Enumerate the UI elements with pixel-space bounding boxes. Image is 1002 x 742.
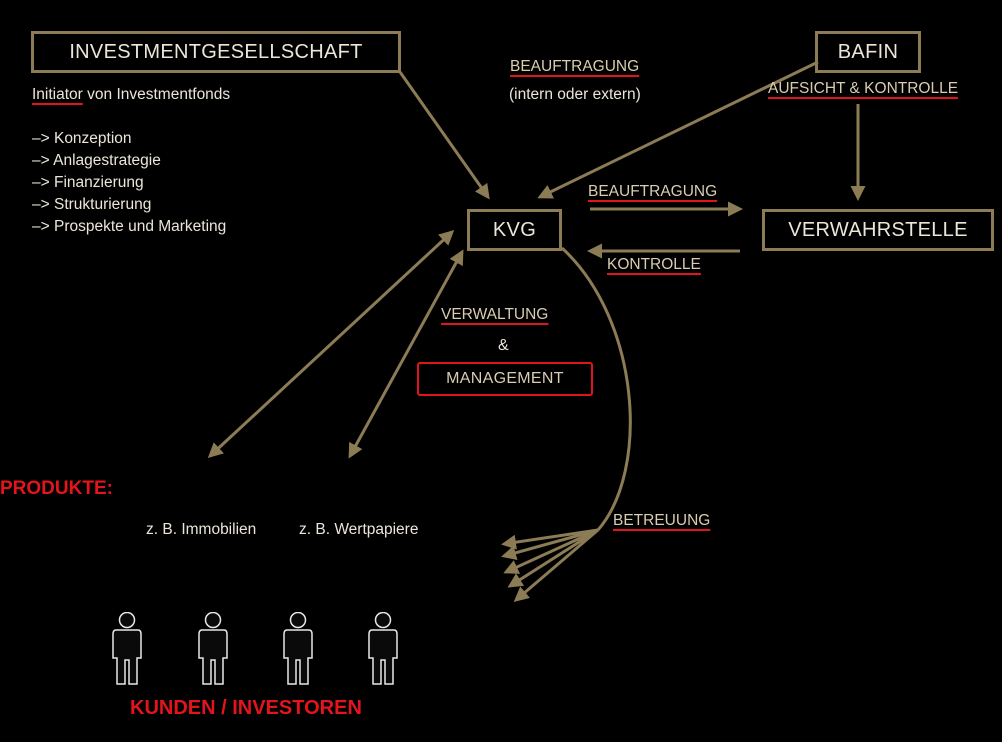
person-icon bbox=[198, 612, 228, 685]
arrow-kvg-immobilien bbox=[207, 229, 455, 459]
person-icon bbox=[368, 612, 398, 685]
kvg-box: KVG bbox=[467, 209, 562, 251]
initiator-label: Initiator bbox=[32, 86, 83, 103]
investmentgesellschaft-title: INVESTMENTGESELLSCHAFT bbox=[69, 40, 363, 63]
task-item: –> Prospekte und Marketing bbox=[32, 218, 227, 235]
kvg-title: KVG bbox=[492, 218, 537, 241]
person-icon bbox=[112, 612, 142, 685]
task-item: –> Anlagestrategie bbox=[32, 152, 161, 169]
initiator-rest: von Investmentfonds bbox=[82, 86, 231, 103]
produkt-wertpapiere: z. B. Wertpapiere bbox=[299, 521, 419, 538]
arrow-betreuung-curve bbox=[560, 246, 632, 531]
investment-subtitle: Initiator von Investmentfonds bbox=[32, 86, 230, 104]
bafin-box: BAFIN bbox=[815, 31, 921, 73]
verwahrstelle-box: VERWAHRSTELLE bbox=[762, 209, 994, 251]
bafin-title: BAFIN bbox=[837, 40, 899, 63]
arrow-betreuung-4 bbox=[507, 528, 599, 588]
kontrolle-label: KONTROLLE bbox=[607, 256, 701, 273]
investment-task-list: –> Konzeption –> Anlagestrategie –> Fina… bbox=[32, 128, 226, 238]
produkte-title: PRODUKTE: bbox=[0, 478, 113, 499]
task-item: –> Finanzierung bbox=[32, 174, 144, 191]
kunden-investoren-title: KUNDEN / INVESTOREN bbox=[130, 697, 362, 719]
produkt-immobilien: z. B. Immobilien bbox=[146, 521, 257, 538]
verwahrstelle-title: VERWAHRSTELLE bbox=[788, 218, 968, 241]
arrow-betreuung-5 bbox=[513, 528, 599, 602]
arrow-betreuung-1 bbox=[501, 528, 599, 550]
verwaltung-label: VERWALTUNG bbox=[441, 306, 549, 323]
bafin-aufsicht-label: AUFSICHT & KONTROLLE bbox=[768, 80, 959, 97]
beauftragung-top-label: BEAUFTRAGUNG bbox=[510, 58, 640, 75]
arrow-investment-to-kvg bbox=[398, 71, 490, 200]
person-icon bbox=[283, 612, 313, 685]
task-item: –> Konzeption bbox=[32, 130, 132, 147]
arrow-kvg-wertpapiere bbox=[348, 249, 464, 459]
task-item: –> Strukturierung bbox=[32, 196, 152, 213]
arrow-betreuung-2 bbox=[501, 528, 599, 561]
beauftragung-label: BEAUFTRAGUNG bbox=[588, 183, 718, 200]
investmentgesellschaft-box: INVESTMENTGESELLSCHAFT bbox=[31, 31, 401, 73]
management-box: MANAGEMENT bbox=[417, 362, 593, 396]
arrow-betreuung-3 bbox=[503, 528, 599, 574]
ampersand-label: & bbox=[498, 337, 509, 354]
arrow-bafin-to-kvg bbox=[537, 60, 819, 199]
management-label: MANAGEMENT bbox=[446, 370, 564, 387]
beauftragung-top-note: (intern oder extern) bbox=[509, 86, 641, 103]
betreuung-label: BETREUUNG bbox=[613, 512, 711, 529]
